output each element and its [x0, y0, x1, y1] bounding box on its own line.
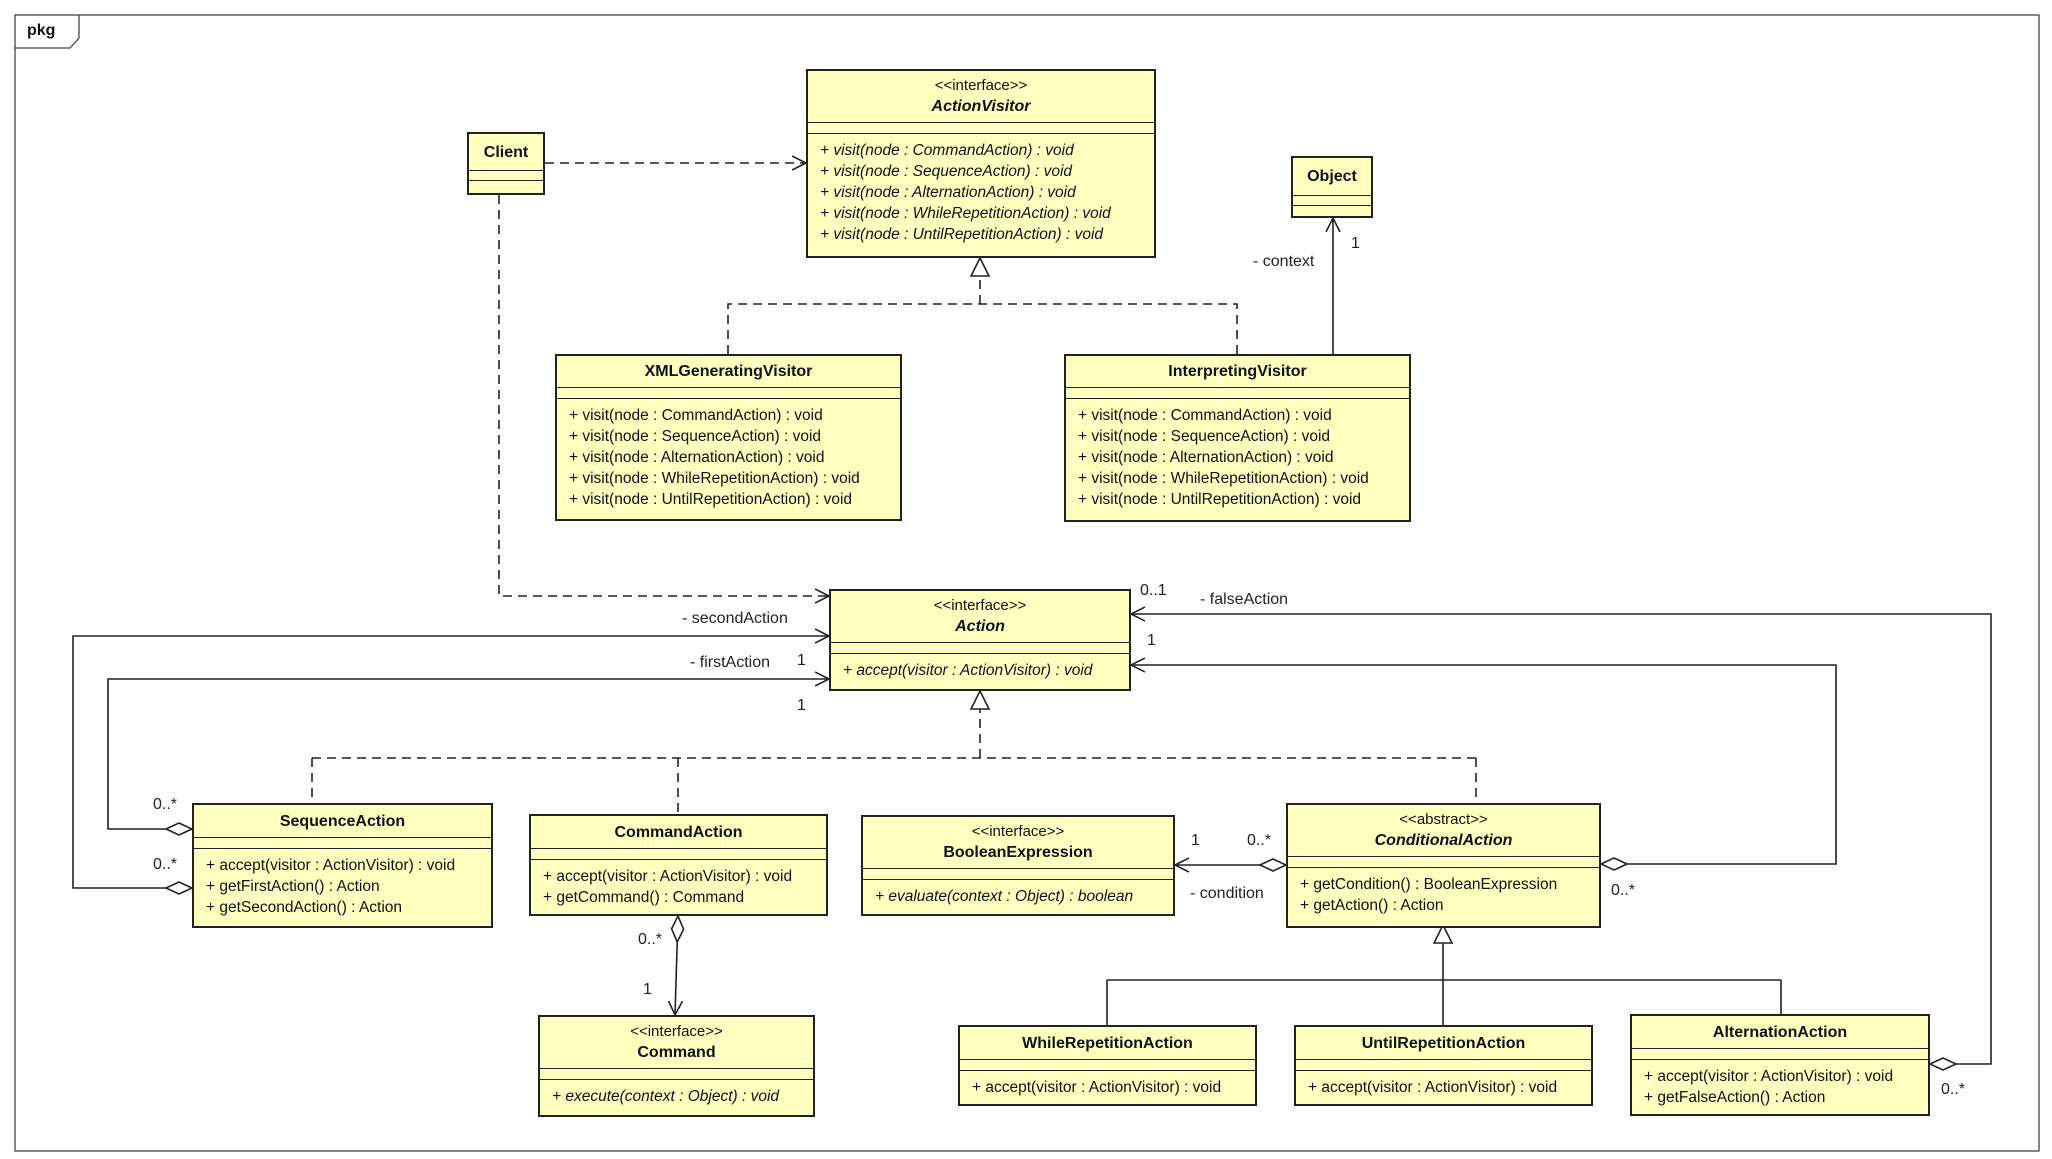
- label-cond-action-agg-mult: 0..*: [1611, 882, 1636, 899]
- label-context-mult: 1: [1351, 235, 1360, 252]
- label-cond-agg-mult: 0..*: [1247, 832, 1272, 849]
- operation: + getAction() : Action: [1300, 897, 1444, 914]
- operation: + accept(visitor : ActionVisitor) : void: [843, 662, 1093, 679]
- edge-realize-actionvisitor-interpreting: [980, 303, 1238, 354]
- edge-false-action: [1131, 614, 1992, 1064]
- operation: + accept(visitor : ActionVisitor) : void: [206, 857, 456, 874]
- edge-client-action: [498, 195, 829, 596]
- class-conditional-action[interactable]: <<abstract>> ConditionalAction + getCond…: [1286, 803, 1601, 928]
- operation: + visit(node : WhileRepetitionAction) : …: [569, 470, 860, 487]
- operation: + visit(node : CommandAction) : void: [569, 407, 823, 424]
- operation: + visit(node : UntilRepetitionAction) : …: [1078, 491, 1362, 508]
- operation: + accept(visitor : ActionVisitor) : void: [1644, 1068, 1894, 1085]
- label-command-mult: 1: [643, 981, 652, 998]
- operation: + visit(node : WhileRepetitionAction) : …: [1078, 470, 1369, 487]
- label-first-action-role: - firstAction: [690, 654, 771, 671]
- class-until-repetition-action[interactable]: UntilRepetitionAction + accept(visitor :…: [1294, 1025, 1593, 1106]
- operation: + visit(node : SequenceAction) : void: [1078, 428, 1331, 445]
- class-action-visitor[interactable]: <<interface>> ActionVisitor + visit(node…: [806, 69, 1156, 258]
- class-name: SequenceAction: [279, 812, 406, 830]
- class-alternation-action[interactable]: AlternationAction + accept(visitor : Act…: [1630, 1014, 1930, 1116]
- label-alt-agg-mult: 0..*: [1941, 1081, 1966, 1098]
- package-label: pkg: [27, 22, 56, 39]
- edge-realize-actionvisitor-xml: [727, 303, 980, 354]
- operation: + visit(node : AlternationAction) : void: [569, 449, 825, 466]
- class-stereotype: <<interface>>: [933, 597, 1027, 614]
- class-object[interactable]: Object: [1291, 156, 1373, 218]
- operation: + getCondition() : BooleanExpression: [1300, 876, 1558, 893]
- class-name: WhileRepetitionAction: [1022, 1034, 1193, 1052]
- package-frame: [14, 14, 2040, 1152]
- label-second-action-mult: 1: [797, 697, 806, 714]
- operation: + visit(node : UntilRepetitionAction) : …: [820, 226, 1104, 243]
- class-name: AlternationAction: [1712, 1023, 1848, 1041]
- class-while-repetition-action[interactable]: WhileRepetitionAction + accept(visitor :…: [958, 1025, 1257, 1106]
- label-false-action-role: - falseAction: [1200, 591, 1289, 608]
- class-stereotype: <<interface>>: [971, 823, 1065, 840]
- class-name: Action: [955, 618, 1005, 635]
- class-action[interactable]: <<interface>> Action + accept(visitor : …: [829, 589, 1131, 691]
- operation: + visit(node : UntilRepetitionAction) : …: [569, 491, 853, 508]
- label-cond-action-mult: 1: [1147, 632, 1156, 649]
- operation: + visit(node : SequenceAction) : void: [569, 428, 822, 445]
- class-stereotype: <<interface>>: [630, 1023, 723, 1040]
- class-stereotype: <<interface>>: [934, 77, 1028, 94]
- operation: + getSecondAction() : Action: [206, 899, 403, 916]
- operation: + visit(node : CommandAction) : void: [1078, 407, 1332, 424]
- label-seq-first-mult: 0..*: [153, 796, 178, 813]
- operation: + getCommand() : Command: [543, 889, 745, 906]
- package-tab: [15, 15, 80, 49]
- label-context-role: - context: [1253, 253, 1315, 270]
- label-condition-mult: 1: [1191, 832, 1200, 849]
- class-interpreting-visitor[interactable]: InterpretingVisitor + visit(node : Comma…: [1064, 354, 1411, 522]
- class-name: Client: [483, 143, 529, 161]
- operation: + execute(context : Object) : void: [552, 1088, 780, 1105]
- class-xml-generating-visitor[interactable]: XMLGeneratingVisitor + visit(node : Comm…: [555, 354, 902, 521]
- class-name: ActionVisitor: [931, 98, 1031, 115]
- operation: + accept(visitor : ActionVisitor) : void: [1308, 1079, 1558, 1096]
- class-command-action[interactable]: CommandAction + accept(visitor : ActionV…: [529, 814, 828, 916]
- class-client[interactable]: Client: [467, 132, 545, 195]
- operation: + visit(node : AlternationAction) : void: [820, 184, 1076, 201]
- class-name: UntilRepetitionAction: [1361, 1034, 1526, 1052]
- operation: + visit(node : AlternationAction) : void: [1078, 449, 1334, 466]
- edge-command: [675, 916, 678, 1015]
- class-name: ConditionalAction: [1374, 832, 1513, 849]
- label-seq-second-mult: 0..*: [153, 856, 178, 873]
- operation: + getFirstAction() : Action: [206, 878, 380, 895]
- class-name: CommandAction: [614, 823, 743, 841]
- label-condition-role: - condition: [1190, 885, 1264, 902]
- edge-second-action: [72, 636, 829, 888]
- class-name: BooleanExpression: [943, 844, 1093, 861]
- label-second-action-role: - secondAction: [682, 610, 788, 627]
- label-false-action-mult: 0..1: [1140, 582, 1167, 599]
- class-name: XMLGeneratingVisitor: [644, 363, 813, 380]
- operation: + visit(node : SequenceAction) : void: [820, 163, 1073, 180]
- operation: + visit(node : CommandAction) : void: [820, 142, 1074, 159]
- class-command[interactable]: <<interface>> Command + execute(context …: [538, 1015, 815, 1117]
- label-first-action-mult: 1: [797, 652, 806, 669]
- class-sequence-action[interactable]: SequenceAction + accept(visitor : Action…: [192, 803, 493, 928]
- operation: + evaluate(context : Object) : boolean: [875, 888, 1134, 905]
- operation: + accept(visitor : ActionVisitor) : void: [543, 868, 793, 885]
- operation: + accept(visitor : ActionVisitor) : void: [972, 1079, 1222, 1096]
- class-name: Object: [1307, 168, 1357, 185]
- label-command-agg-mult: 0..*: [638, 931, 663, 948]
- operation: + visit(node : WhileRepetitionAction) : …: [820, 205, 1111, 222]
- edge-first-action: [107, 679, 829, 829]
- class-boolean-expression[interactable]: <<interface>> BooleanExpression + evalua…: [861, 815, 1175, 916]
- operation: + getFalseAction() : Action: [1644, 1089, 1826, 1106]
- class-stereotype: <<abstract>>: [1399, 811, 1488, 828]
- class-name: Command: [637, 1044, 716, 1061]
- class-name: InterpretingVisitor: [1168, 363, 1307, 380]
